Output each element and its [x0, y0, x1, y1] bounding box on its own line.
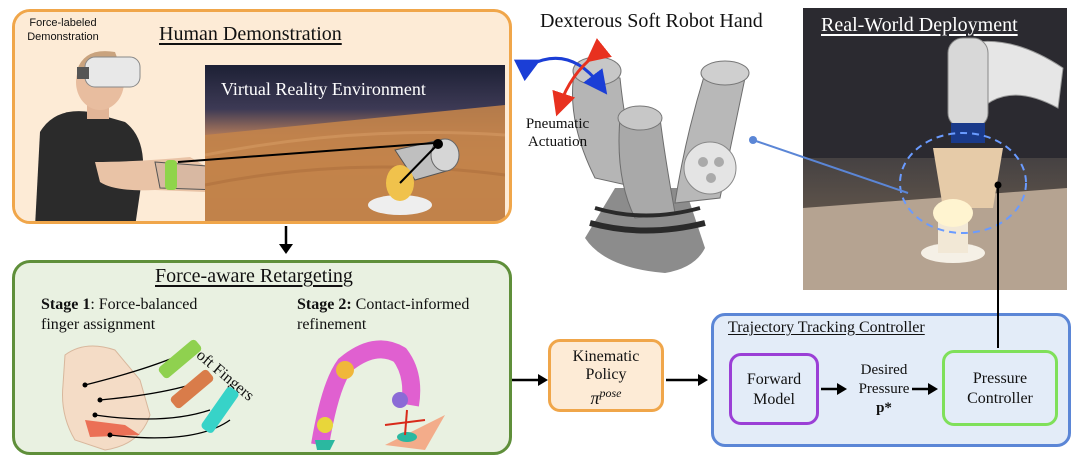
- policy-superscript: pose: [600, 386, 622, 400]
- robot-hand-title: Dexterous Soft Robot Hand: [540, 10, 763, 33]
- desired-symbol: p*: [848, 399, 920, 418]
- policy-line-1: Kinematic: [551, 348, 661, 366]
- policy-to-controller-arrow: [666, 372, 712, 388]
- stage-1-bold: Stage 1: [41, 296, 90, 313]
- pneumatic-actuation-label: Pneumatic Actuation: [520, 115, 595, 151]
- desired-line-2: Pressure: [848, 380, 920, 399]
- force-aware-retargeting-panel: Force-aware Retargeting Stage 1: Force-b…: [12, 260, 512, 455]
- desired-line-1: Desired: [848, 361, 920, 380]
- retargeting-title: Force-aware Retargeting: [155, 265, 353, 288]
- policy-pi: π: [590, 388, 599, 408]
- stage-1-rest: : Force-balanced: [90, 296, 197, 313]
- forward-line-1: Forward: [732, 370, 816, 390]
- stage-2-illustration: [315, 325, 465, 455]
- forward-line-2: Model: [732, 390, 816, 410]
- forward-to-pressure-arrow: [821, 381, 851, 397]
- forward-model-box: Forward Model: [729, 353, 819, 425]
- stage-2-rest: Contact-informed: [352, 296, 470, 313]
- pressure-line-1: Pressure: [945, 369, 1055, 389]
- actuation-line-1: Pneumatic: [520, 115, 595, 133]
- deployment-title: Real-World Deployment: [821, 14, 1018, 37]
- vr-environment-render: Virtual Reality Environment: [205, 65, 505, 222]
- kinematic-policy-box: Kinematic Policy πpose: [548, 339, 664, 412]
- controller-title: Trajectory Tracking Controller: [728, 319, 925, 337]
- policy-line-2: Policy: [551, 366, 661, 384]
- human-demonstration-panel: Force-labeled Demonstration Human Demons…: [12, 9, 512, 224]
- policy-symbol: πpose: [551, 384, 661, 407]
- pressure-line-2: Controller: [945, 389, 1055, 409]
- retarget-to-policy-arrow: [512, 372, 552, 388]
- trajectory-tracking-controller-panel: Trajectory Tracking Controller Forward M…: [711, 313, 1071, 447]
- demo-to-retarget-arrow: [276, 226, 296, 256]
- human-demonstration-title: Human Demonstration: [159, 23, 342, 46]
- deployment-scene: [803, 8, 1067, 290]
- desired-to-controller-arrow: [912, 381, 942, 397]
- force-labeled-caption: Force-labeled Demonstration: [21, 16, 105, 44]
- desired-pressure-label: Desired Pressure p*: [848, 361, 920, 418]
- vr-environment-label: Virtual Reality Environment: [221, 79, 426, 100]
- actuation-line-2: Actuation: [520, 133, 595, 151]
- stage-1-illustration: [45, 325, 275, 455]
- caption-line-1: Force-labeled: [21, 16, 105, 30]
- stage-2-bold: Stage 2:: [297, 296, 352, 313]
- real-world-deployment-photo: Real-World Deployment: [803, 8, 1067, 290]
- pressure-controller-box: Pressure Controller: [942, 350, 1058, 426]
- caption-line-2: Demonstration: [21, 30, 105, 44]
